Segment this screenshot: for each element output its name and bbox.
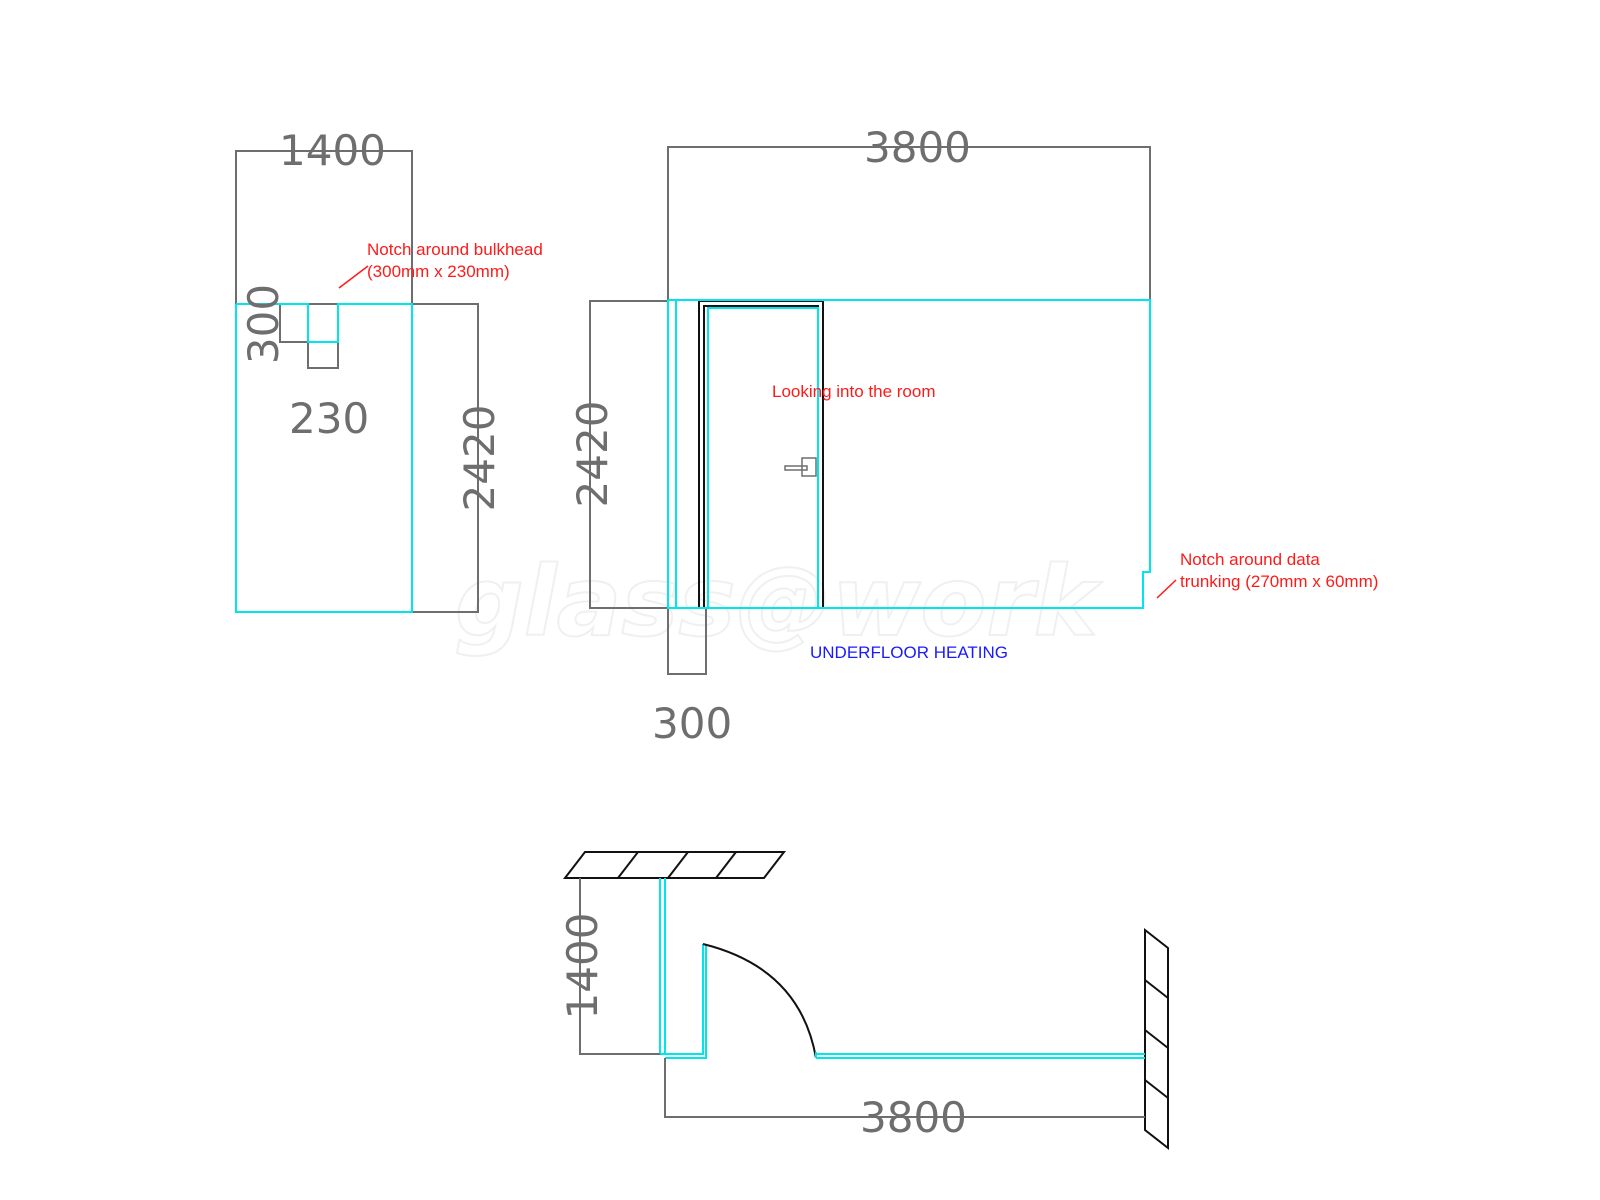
underfloor-heating-note: UNDERFLOOR HEATING xyxy=(810,643,1008,662)
trunking-leader-line xyxy=(1156,579,1177,599)
wall-stub-width-label: 300 xyxy=(652,699,732,748)
plan-length-label: 3800 xyxy=(860,1093,967,1142)
plan-view: 1400 3800 xyxy=(558,851,1169,1151)
bulkhead-box xyxy=(307,303,339,369)
watermark-text: glass@work xyxy=(455,546,1103,658)
door-swing-arc xyxy=(702,943,817,1059)
trunking-note-line1: Notch around data xyxy=(1180,550,1320,569)
front-glass-screen xyxy=(667,299,1151,609)
side-height-label: 2420 xyxy=(455,405,504,512)
bulkhead-note-line2: (300mm x 230mm) xyxy=(367,262,510,281)
plan-return-dimension-line xyxy=(579,878,660,1055)
front-elevation: 3800 2420 300 Looking into the room Notc… xyxy=(568,123,1378,748)
side-width-dimension-line xyxy=(235,150,413,612)
side-width-label: 1400 xyxy=(279,126,386,175)
notch-width-label: 230 xyxy=(289,394,369,443)
front-height-dimension-line xyxy=(589,300,668,609)
right-wall-hatch xyxy=(1144,927,1169,1151)
top-wall-hatch xyxy=(562,851,787,879)
bulkhead-note-line1: Notch around bulkhead xyxy=(367,240,543,259)
trunking-note-line2: trunking (270mm x 60mm) xyxy=(1180,572,1378,591)
side-height-dimension-line xyxy=(412,303,479,613)
notch-height-label: 300 xyxy=(239,284,288,364)
plan-return-label: 1400 xyxy=(558,913,607,1020)
bulkhead-leader-line xyxy=(338,265,369,289)
view-direction-note: Looking into the room xyxy=(772,382,936,401)
front-height-label: 2420 xyxy=(568,401,617,508)
side-elevation: 1400 300 230 2420 Notch around bulkhead … xyxy=(235,126,543,613)
side-glass-panel xyxy=(235,303,413,613)
plan-length-dimension-line xyxy=(664,1058,1145,1118)
door-handle-icon xyxy=(784,457,817,477)
door-post xyxy=(660,944,704,1055)
front-width-label: 3800 xyxy=(864,123,971,172)
front-width-dimension-line xyxy=(667,146,1151,300)
